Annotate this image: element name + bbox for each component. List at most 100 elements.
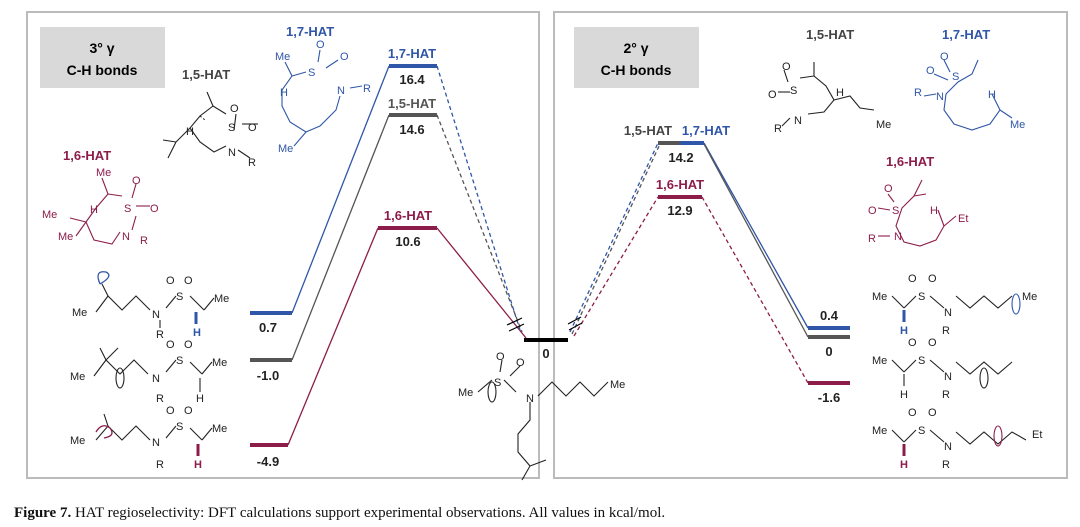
right-16-o1: O: [868, 205, 877, 217]
value-left-prod-15: -1.0: [257, 368, 279, 383]
left-product-16-o1: O: [166, 405, 175, 417]
left-15-o2: O: [248, 122, 257, 134]
left-product-16-structure: [95, 413, 213, 441]
value-right-prod-15: 0: [825, 344, 832, 359]
left-16-me2: Me: [42, 209, 57, 221]
value-left-prod-17: 0.7: [259, 320, 277, 335]
value-center: 0: [542, 346, 549, 361]
left-product-16-n: N: [152, 437, 160, 449]
right-16-h: H: [930, 205, 938, 217]
left-15-s: S: [228, 122, 235, 134]
label-left-ts-16: 1,6-HAT: [384, 208, 432, 223]
right-product-17-s: S: [918, 291, 925, 303]
right-product-15-h: H: [900, 389, 908, 401]
left-header-line2: C-H bonds: [67, 62, 138, 78]
energy-profile-right: [569, 142, 809, 384]
left-15-o1: O: [230, 103, 239, 115]
left-product-16-s: S: [176, 421, 183, 433]
left-15-r: R: [248, 157, 256, 169]
left-header-line1: 3° γ: [89, 40, 114, 56]
left-product-15-h: H: [196, 393, 204, 405]
center-orbital: [487, 381, 497, 403]
path-right-16-down: [701, 196, 809, 384]
right-product-16-structure: [891, 429, 1027, 445]
left-17-me: Me: [275, 51, 290, 63]
right-product-17-orbital: [1011, 293, 1021, 315]
right-15-o2: O: [768, 89, 777, 101]
left-16-me3: Me: [58, 231, 73, 243]
right-product-17-me: Me: [872, 291, 887, 303]
level-labels: 1,7-HAT 16.4 1,5-HAT 14.6 1,6-HAT 10.6 0…: [257, 46, 840, 469]
right-17-o2: O: [926, 65, 935, 77]
right-product-15-o2: O: [928, 337, 937, 349]
right-15-structure: [778, 62, 875, 127]
left-panel-frame: [26, 11, 540, 479]
path-right-17-up: [569, 142, 659, 333]
path-left-17-up: [291, 65, 390, 314]
path-left-16-up: [287, 227, 379, 446]
right-16-o2: O: [884, 183, 893, 195]
caption-text: HAT regioselectivity: DFT calculations s…: [71, 505, 666, 521]
left-15-n: N: [228, 147, 236, 159]
right-16-n: N: [894, 231, 902, 243]
right-label-16: 1,6-HAT: [886, 154, 934, 169]
left-product-17-structure: [95, 283, 215, 328]
right-product-17-me2: Me: [1022, 291, 1037, 303]
value-left-ts-15: 14.6: [399, 122, 424, 137]
left-16-me: Me: [96, 167, 111, 179]
left-product-15-o2: O: [184, 339, 193, 351]
right-product-17-o1: O: [908, 273, 917, 285]
right-16-s: S: [892, 205, 899, 217]
value-right-ts-1517: 14.2: [668, 150, 693, 165]
left-product-16-h: H: [194, 459, 202, 471]
right-label-17: 1,7-HAT: [942, 27, 990, 42]
left-17-h: H: [280, 87, 288, 99]
value-left-ts-17: 16.4: [399, 72, 425, 87]
axis-break-left: [506, 317, 525, 332]
right-product-16-o2: O: [928, 407, 937, 419]
right-product-15-s: S: [918, 355, 925, 367]
left-product-16-orbital: [95, 425, 113, 439]
value-right-prod-17: 0.4: [820, 308, 839, 323]
right-header-line2: C-H bonds: [601, 62, 672, 78]
left-16-r: R: [140, 235, 148, 247]
right-17-structure: [923, 59, 1013, 131]
center-n: N: [526, 393, 534, 405]
value-right-prod-16: -1.6: [818, 390, 840, 405]
label-right-ts-17: 1,7-HAT: [682, 123, 730, 138]
molecule-structures: 1,5-HAT H S O O N R 1,7-HAT Me S: [42, 24, 1042, 481]
center-o2: O: [516, 357, 525, 369]
axis-break-right: [567, 316, 583, 331]
left-product-16-r: R: [156, 459, 164, 471]
right-product-15-o1: O: [908, 337, 917, 349]
right-product-15-n: N: [944, 371, 952, 383]
right-product-16-s: S: [918, 425, 925, 437]
right-17-h: H: [988, 89, 996, 101]
right-product-16-et: Et: [1032, 429, 1042, 441]
left-17-r: R: [363, 83, 371, 95]
center-s: S: [494, 377, 501, 389]
left-product-17-r: R: [156, 329, 164, 341]
right-product-16-r: R: [942, 459, 950, 471]
left-product-17-me: Me: [72, 307, 87, 319]
label-left-ts-17: 1,7-HAT: [388, 46, 436, 61]
right-product-17-r: R: [942, 325, 950, 337]
right-15-n: N: [794, 115, 802, 127]
right-product-17-structure: [891, 295, 1013, 309]
path-right-15-up: [571, 143, 661, 335]
left-16-h: H: [90, 204, 98, 216]
left-product-17-n: N: [152, 309, 160, 321]
left-17-o2: O: [340, 51, 349, 63]
left-16-s: S: [124, 203, 131, 215]
left-15-structure: [162, 91, 258, 159]
left-product-15-s: S: [176, 355, 183, 367]
right-15-me: Me: [876, 119, 891, 131]
left-product-15-n: N: [152, 373, 160, 385]
right-17-n: N: [936, 91, 944, 103]
left-product-15-structure: [93, 347, 213, 392]
left-16-o2: O: [150, 203, 159, 215]
value-right-ts-16: 12.9: [667, 203, 692, 218]
right-product-16-orbital: [993, 425, 1003, 447]
left-label-15: 1,5-HAT: [182, 67, 230, 82]
left-product-17-o1: O: [166, 275, 175, 287]
